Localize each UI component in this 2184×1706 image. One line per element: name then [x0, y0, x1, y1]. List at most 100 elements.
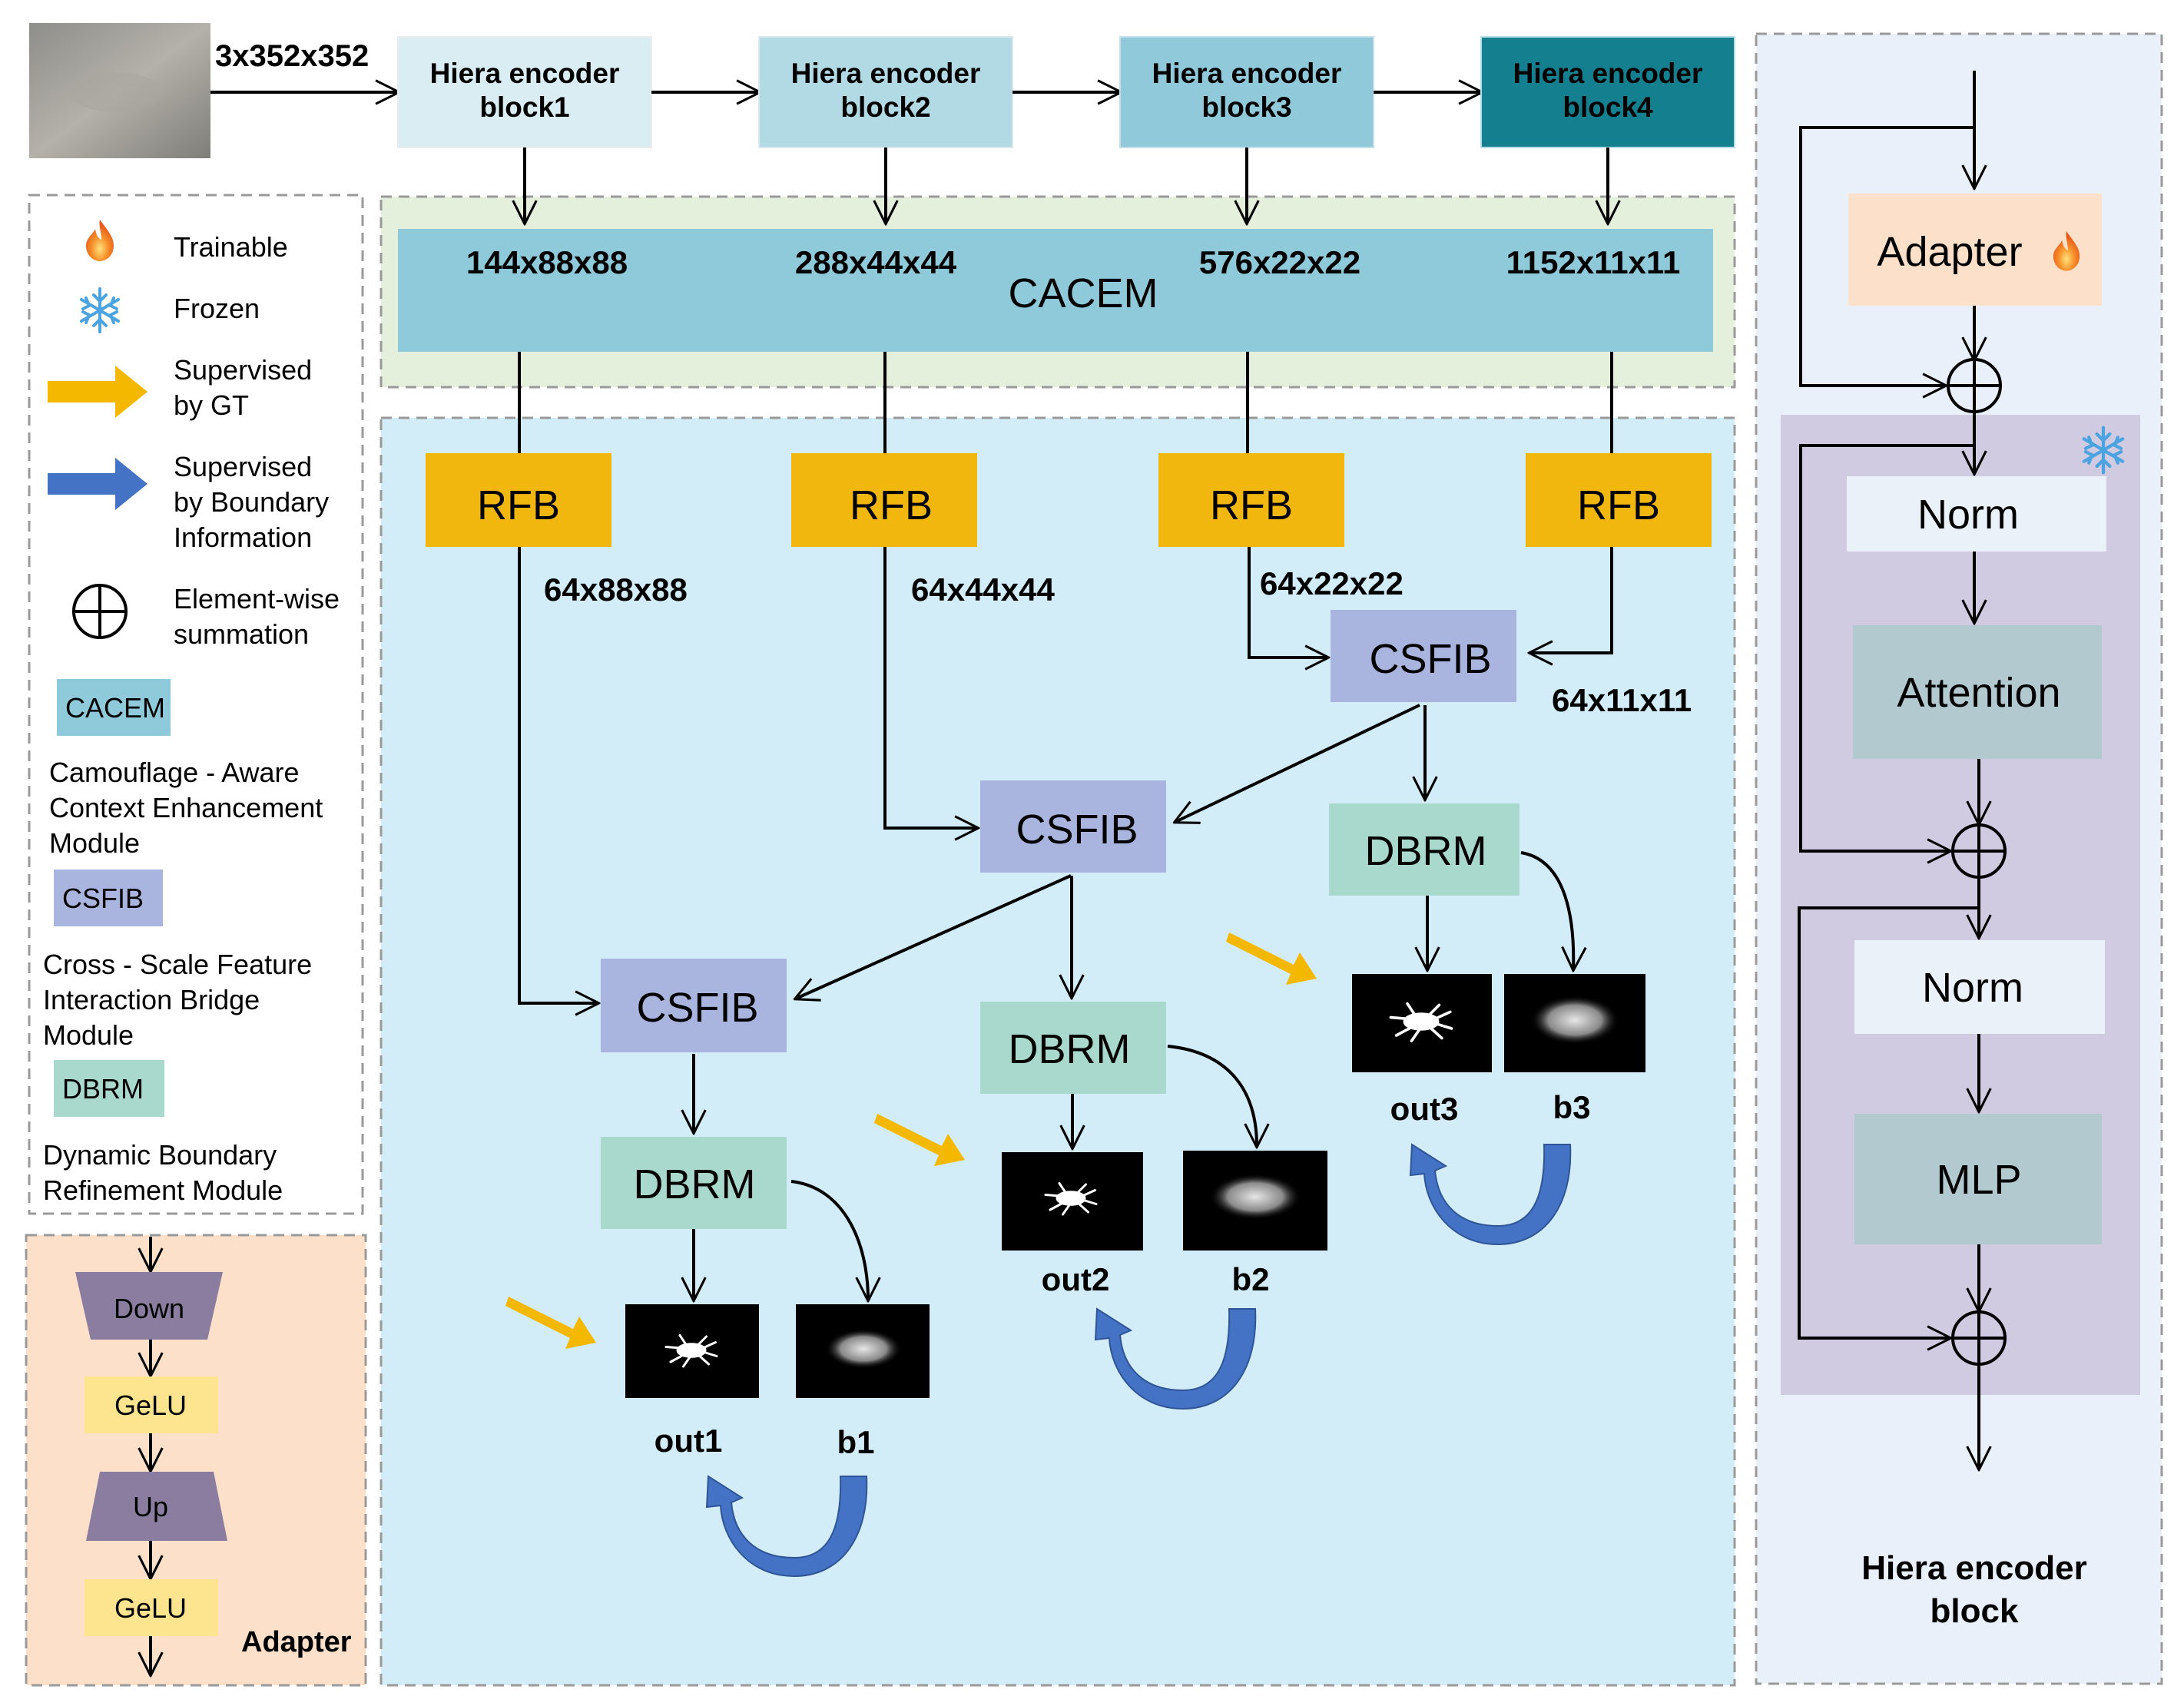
encoder-block-4-line1: Hiera encoder [1513, 58, 1703, 89]
csfib-1: CSFIB [601, 959, 787, 1052]
hiera-skip-1 [1799, 126, 1974, 386]
encoder-block-3-line1: Hiera encoder [1152, 58, 1342, 89]
b3-label: b3 [1553, 1089, 1590, 1125]
out3-map [1352, 974, 1492, 1072]
hiera-panel-title-2: block [1930, 1592, 2019, 1630]
out2-map [1002, 1152, 1143, 1251]
line-rfb4-csfib3 [1530, 547, 1613, 653]
legend-supervised-boundary-3: Information [174, 522, 312, 553]
rfb-1-dim: 64x88x88 [544, 571, 688, 608]
hiera-norm-2-label: Norm [1922, 965, 2023, 1011]
rfb-2: RFB [791, 453, 977, 547]
legend-csfib-swatch [54, 870, 163, 926]
csfib-2: CSFIB [980, 780, 1166, 873]
encoder-block-2-line2: block2 [840, 91, 930, 123]
adapter-down: Down [75, 1272, 223, 1340]
encoder-block-4-line2: block4 [1563, 91, 1653, 123]
dbrm-2-label: DBRM [1009, 1026, 1131, 1072]
hiera-mlp-label: MLP [1936, 1157, 2021, 1203]
dbrm-3: DBRM [1329, 803, 1520, 896]
legend-summation-2: summation [174, 618, 309, 650]
rfb-4-label: RFB [1577, 482, 1660, 528]
line-dbrm1-b1 [790, 1180, 868, 1300]
hiera-sum-1 [1947, 358, 2002, 413]
b1-label: b1 [837, 1424, 874, 1460]
cacem-bar [398, 229, 1713, 352]
rfb-1-label: RFB [477, 482, 560, 528]
hiera-sum-3 [1951, 1310, 2007, 1366]
out1-label: out1 [655, 1423, 723, 1459]
legend-frozen: Frozen [174, 293, 260, 324]
encoder-block-1-line1: Hiera encoder [430, 58, 620, 89]
b2-map [1183, 1151, 1327, 1251]
hiera-adapter: Adapter [1848, 194, 2102, 306]
gt-arrow-out2 [874, 1114, 965, 1166]
legend-csfib-desc-2: Interaction Bridge [43, 984, 260, 1015]
encoder-block-1: Hiera encoder block1 [397, 36, 652, 148]
out1-map [625, 1304, 759, 1398]
boundary-arrow-2 [1094, 1307, 1257, 1410]
gt-arrow-out3 [1226, 933, 1317, 985]
legend-cacem-desc-2: Context Enhancement [49, 792, 323, 823]
hiera-panel-title-1: Hiera encoder [1861, 1549, 2086, 1587]
rfb-4-dim: 64x11x11 [1552, 682, 1692, 718]
b3-map [1504, 974, 1645, 1072]
legend-dbrm-swatch [54, 1060, 164, 1117]
hiera-norm-2: Norm [1854, 940, 2105, 1034]
legend-dbrm-desc-1: Dynamic Boundary [43, 1139, 277, 1171]
dbrm-3-label: DBRM [1365, 828, 1487, 874]
legend-cacem-swatch-label: CACEM [65, 692, 165, 724]
line-csfib3-csfib2 [1175, 704, 1420, 822]
boundary-arrow-legend-icon [48, 458, 147, 510]
encoder-block-2-line1: Hiera encoder [791, 58, 981, 89]
adapter-up-label: Up [133, 1491, 168, 1522]
line-dbrm2-b2 [1167, 1045, 1257, 1146]
legend-csfib-desc-1: Cross - Scale Feature [43, 949, 312, 980]
out3-label: out3 [1390, 1091, 1459, 1127]
legend-trainable: Trainable [174, 231, 288, 263]
boundary-arrow-3 [1409, 1143, 1572, 1246]
gt-arrow-legend-icon [48, 366, 147, 418]
encoder-block-4: Hiera encoder block4 [1480, 36, 1735, 148]
adapter-down-label: Down [114, 1293, 184, 1324]
cacem-dim-4: 1152x11x11 [1506, 244, 1681, 280]
boundary-arrow-1 [705, 1475, 868, 1578]
legend-csfib-swatch-label: CSFIB [62, 883, 144, 914]
legend-supervised-boundary-2: by Boundary [174, 486, 329, 518]
legend-dbrm-desc-2: Refinement Module [43, 1174, 283, 1206]
line-csfib2-csfib1 [796, 874, 1072, 999]
adapter-gelu-1-label: GeLU [114, 1390, 187, 1421]
b1-map [796, 1304, 930, 1398]
rfb-4: RFB [1526, 453, 1712, 547]
hiera-skip-2 [1799, 444, 1974, 851]
line-rfb2-csfib2 [883, 547, 977, 828]
csfib-3: CSFIB [1331, 610, 1516, 702]
rfb-2-label: RFB [850, 482, 933, 528]
hiera-attention-label: Attention [1897, 670, 2060, 716]
rfb-3-dim: 64x22x22 [1260, 565, 1404, 601]
dbrm-2: DBRM [980, 1002, 1166, 1094]
dbrm-1-label: DBRM [634, 1161, 756, 1207]
adapter-up: Up [86, 1472, 227, 1541]
out2-label: out2 [1042, 1261, 1110, 1297]
legend-cacem-desc-3: Module [49, 827, 140, 859]
legend-supervised-boundary-1: Supervised [174, 451, 312, 482]
csfib-3-label: CSFIB [1369, 636, 1491, 682]
hiera-norm-1: Norm [1847, 476, 2106, 552]
legend-supervised-gt-2: by GT [174, 389, 249, 421]
adapter-gelu-2-label: GeLU [114, 1592, 187, 1624]
rfb-3: RFB [1158, 453, 1344, 547]
legend-csfib-desc-3: Module [43, 1019, 134, 1051]
summation-legend-icon [72, 584, 128, 639]
hiera-adapter-label: Adapter [1877, 229, 2022, 275]
encoder-block-2: Hiera encoder block2 [758, 36, 1013, 148]
cacem-label: CACEM [1008, 270, 1158, 316]
frozen-region [1781, 415, 2140, 1395]
legend-summation-1: Element-wise [174, 583, 340, 614]
rfb-3-label: RFB [1210, 482, 1293, 528]
b2-label: b2 [1231, 1261, 1269, 1297]
legend-cacem-swatch [57, 679, 171, 736]
legend-cacem-desc-1: Camouflage - Aware [49, 757, 300, 788]
